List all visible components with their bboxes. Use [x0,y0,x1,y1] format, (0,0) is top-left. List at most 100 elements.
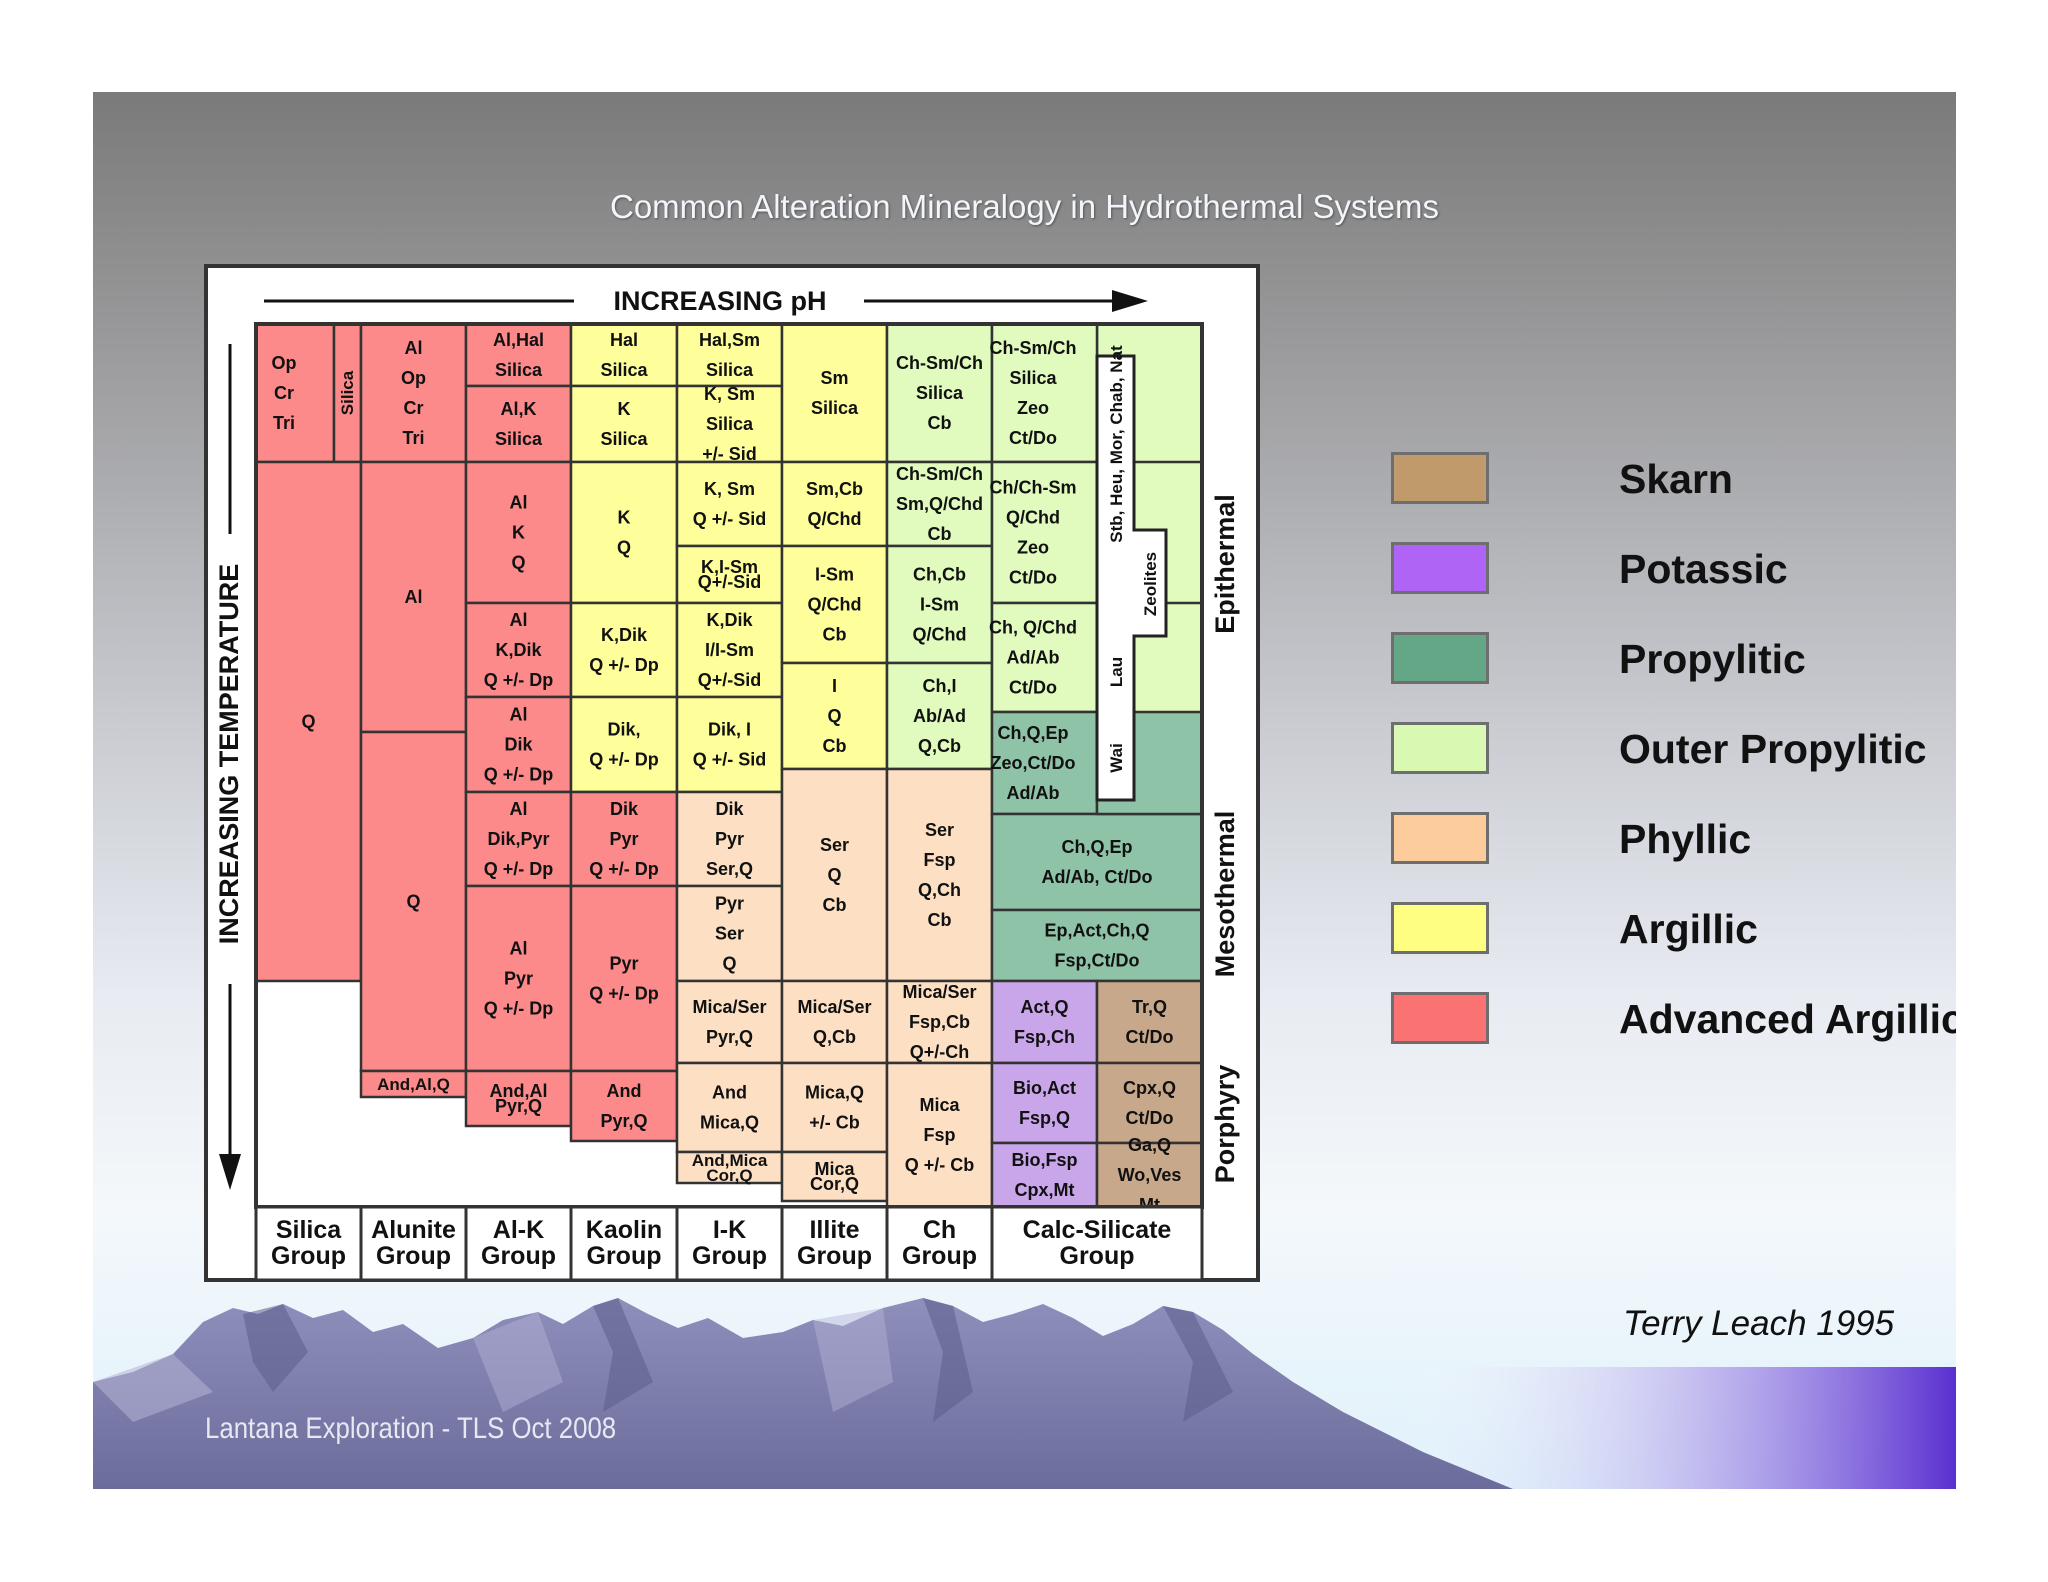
cell-ik-25: K, SmQ +/- Sid [675,460,784,548]
cell-text: Dik [504,735,533,755]
cell-fill [569,790,679,888]
cell-fill [464,384,573,464]
cell-fill [1095,1061,1204,1145]
cell-text: Fsp [923,850,955,870]
cell-text: Q/Chd [913,625,967,645]
cell-text: Q [406,892,420,912]
cell-text: And,Al [490,1081,548,1101]
cell-text: Hal,Sm [699,330,760,350]
cell-text: Ct/Do [1126,1108,1174,1128]
cell-calcsilicate-59: Cpx,QCt/Do [1095,1061,1204,1145]
cell-text: Q [722,954,736,974]
alteration-diagram: OpCrTriSilicaQAlOpCrTriAlQAnd,Al,QAl,Hal… [204,264,1260,1282]
x-axis-arrowhead-icon [1112,290,1148,312]
legend-item-advanced-argillic: Advanced Argillic [1391,992,1956,1048]
cell-text: Dik [610,799,639,819]
cell-text: Cr [274,383,294,403]
cell-alunite-5: Q [359,730,468,1073]
cell-text: And,Mica [692,1151,768,1170]
group-label: Ch [923,1216,956,1244]
cell-fill [569,1069,679,1143]
zeolites-label: Zeolites [1141,552,1160,616]
cell-text: Q/Chd [1006,508,1060,528]
group-label: I-K [713,1216,746,1244]
cell-fill [359,460,468,734]
cell-fill [990,979,1099,1065]
cell-fill [359,730,468,1073]
cell-text: Q,Cb [918,736,961,756]
legend-item-argillic: Argillic [1391,902,1911,958]
y-axis-arrowhead-icon [219,1154,241,1190]
group-label: Group [902,1242,977,1270]
cell-text: I/I-Sm [705,640,754,660]
group-label: Group [587,1242,662,1270]
cell-text: Q +/- Cb [905,1155,975,1175]
cell-text: Pyr [609,829,638,849]
cell-text: Pyr,Q [706,1027,753,1047]
legend-label: Skarn [1619,456,1733,502]
cell-text: Pyr [715,829,744,849]
cell-text: Al,Hal [493,330,544,350]
credit-text: Terry Leach 1995 [1623,1304,1895,1343]
cell-text: Dik, [607,720,640,740]
cell-text: Mica [919,1095,960,1115]
cell-text: Al [405,338,423,358]
cell-text: Q+/-Sid [698,572,762,592]
legend-item-skarn: Skarn [1391,452,1911,508]
cell-text: Cr [403,398,423,418]
cell-text: And [607,1081,642,1101]
cell-alunite-6: And,Al,Q [359,1069,468,1099]
cell-text: Tri [402,428,424,448]
cell-fill [464,695,573,794]
cell-text: Mica/Ser [797,997,871,1017]
cell-text: Ser [925,820,954,840]
cell-text: I-Sm [920,595,959,615]
cell-fill [1095,979,1204,1065]
y-axis-label: INCREASING TEMPERATURE [214,564,244,945]
cell-fill [885,767,994,983]
cell-ik-26: K,I-SmQ+/-Sid [675,544,784,605]
cell-text: Al [510,493,528,513]
cell-text: Silica [1009,368,1057,388]
cell-text: Q +/- Dp [589,750,659,770]
cell-text: I-Sm [815,565,854,585]
cell-fill [780,1061,889,1154]
x-axis-label: INCREASING pH [613,286,826,316]
cell-text: +/- Cb [809,1113,860,1133]
cell-text: Cb [928,910,952,930]
cell-text: Mica,Q [700,1113,759,1133]
cell-text: Pyr [715,894,744,914]
cell-text: Zeo [1017,398,1049,418]
cell-text: Cb [823,625,847,645]
cells-layer: OpCrTriSilicaQAlOpCrTriAlQAnd,Al,QAl,Hal… [254,322,1204,1215]
cell-text: Q +/- Dp [484,765,554,785]
cell-fill [569,884,679,1073]
cell-text: Silica [600,360,648,380]
cell-text: Dik,Pyr [487,829,549,849]
zone-label-mesothermal: Mesothermal [1210,811,1240,978]
cell-text: Silica [495,360,543,380]
cell-text: K,I-Sm [701,557,758,577]
cell-kaolin-17: KQ [569,460,679,605]
cell-text: Q +/- Dp [589,984,659,1004]
cell-text: Ser,Q [706,859,753,879]
cell-illite-40: Mica,Q+/- Cb [780,1061,889,1154]
